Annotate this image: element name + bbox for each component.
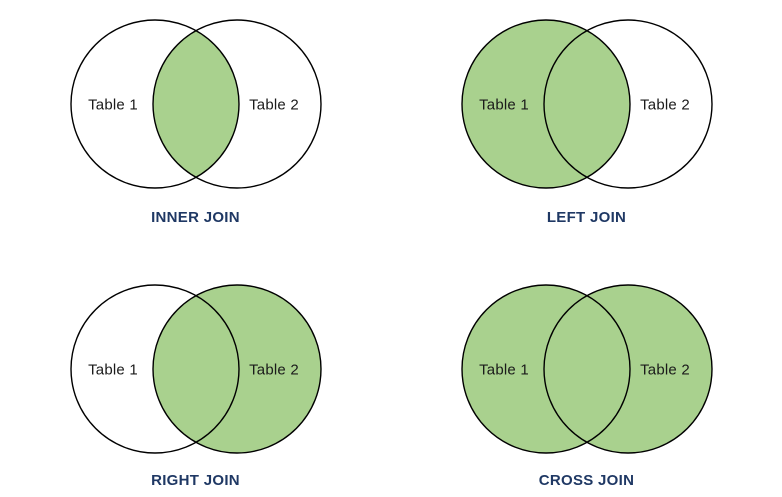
join-caption: INNER JOIN [151, 209, 240, 226]
table1-label: Table 1 [479, 96, 529, 114]
table1-label: Table 1 [479, 361, 529, 379]
right-circle-outline [543, 19, 713, 189]
left-circle-outline [461, 284, 631, 454]
venn-diagram [70, 19, 322, 189]
venn-diagram [70, 284, 322, 454]
left-circle-outline [461, 19, 631, 189]
venn-figure-cross-join: Table 1 Table 2 CROSS JOIN [391, 248, 782, 497]
intersection-lens [543, 30, 631, 178]
right-circle-outline [543, 284, 713, 454]
venn-diagram [461, 19, 713, 189]
table2-label: Table 2 [249, 361, 299, 379]
intersection-lens [152, 295, 240, 443]
table1-label: Table 1 [88, 361, 138, 379]
venn-diagram [461, 284, 713, 454]
table2-label: Table 2 [640, 361, 690, 379]
venn-figure-inner-join: Table 1 Table 2 INNER JOIN [0, 0, 391, 248]
left-circle-outline [70, 284, 240, 454]
join-caption: LEFT JOIN [546, 209, 627, 226]
join-caption: RIGHT JOIN [151, 472, 240, 489]
intersection-lens [543, 295, 631, 443]
table1-label: Table 1 [88, 96, 138, 114]
join-caption: CROSS JOIN [538, 472, 635, 489]
left-circle-outline [70, 19, 240, 189]
venn-figure-right-join: Table 1 Table 2 RIGHT JOIN [0, 248, 391, 497]
right-circle-outline [152, 284, 322, 454]
intersection-lens [152, 30, 240, 178]
table2-label: Table 2 [249, 96, 299, 114]
table2-label: Table 2 [640, 96, 690, 114]
right-circle-outline [152, 19, 322, 189]
venn-figure-left-join: Table 1 Table 2 LEFT JOIN [391, 0, 782, 248]
